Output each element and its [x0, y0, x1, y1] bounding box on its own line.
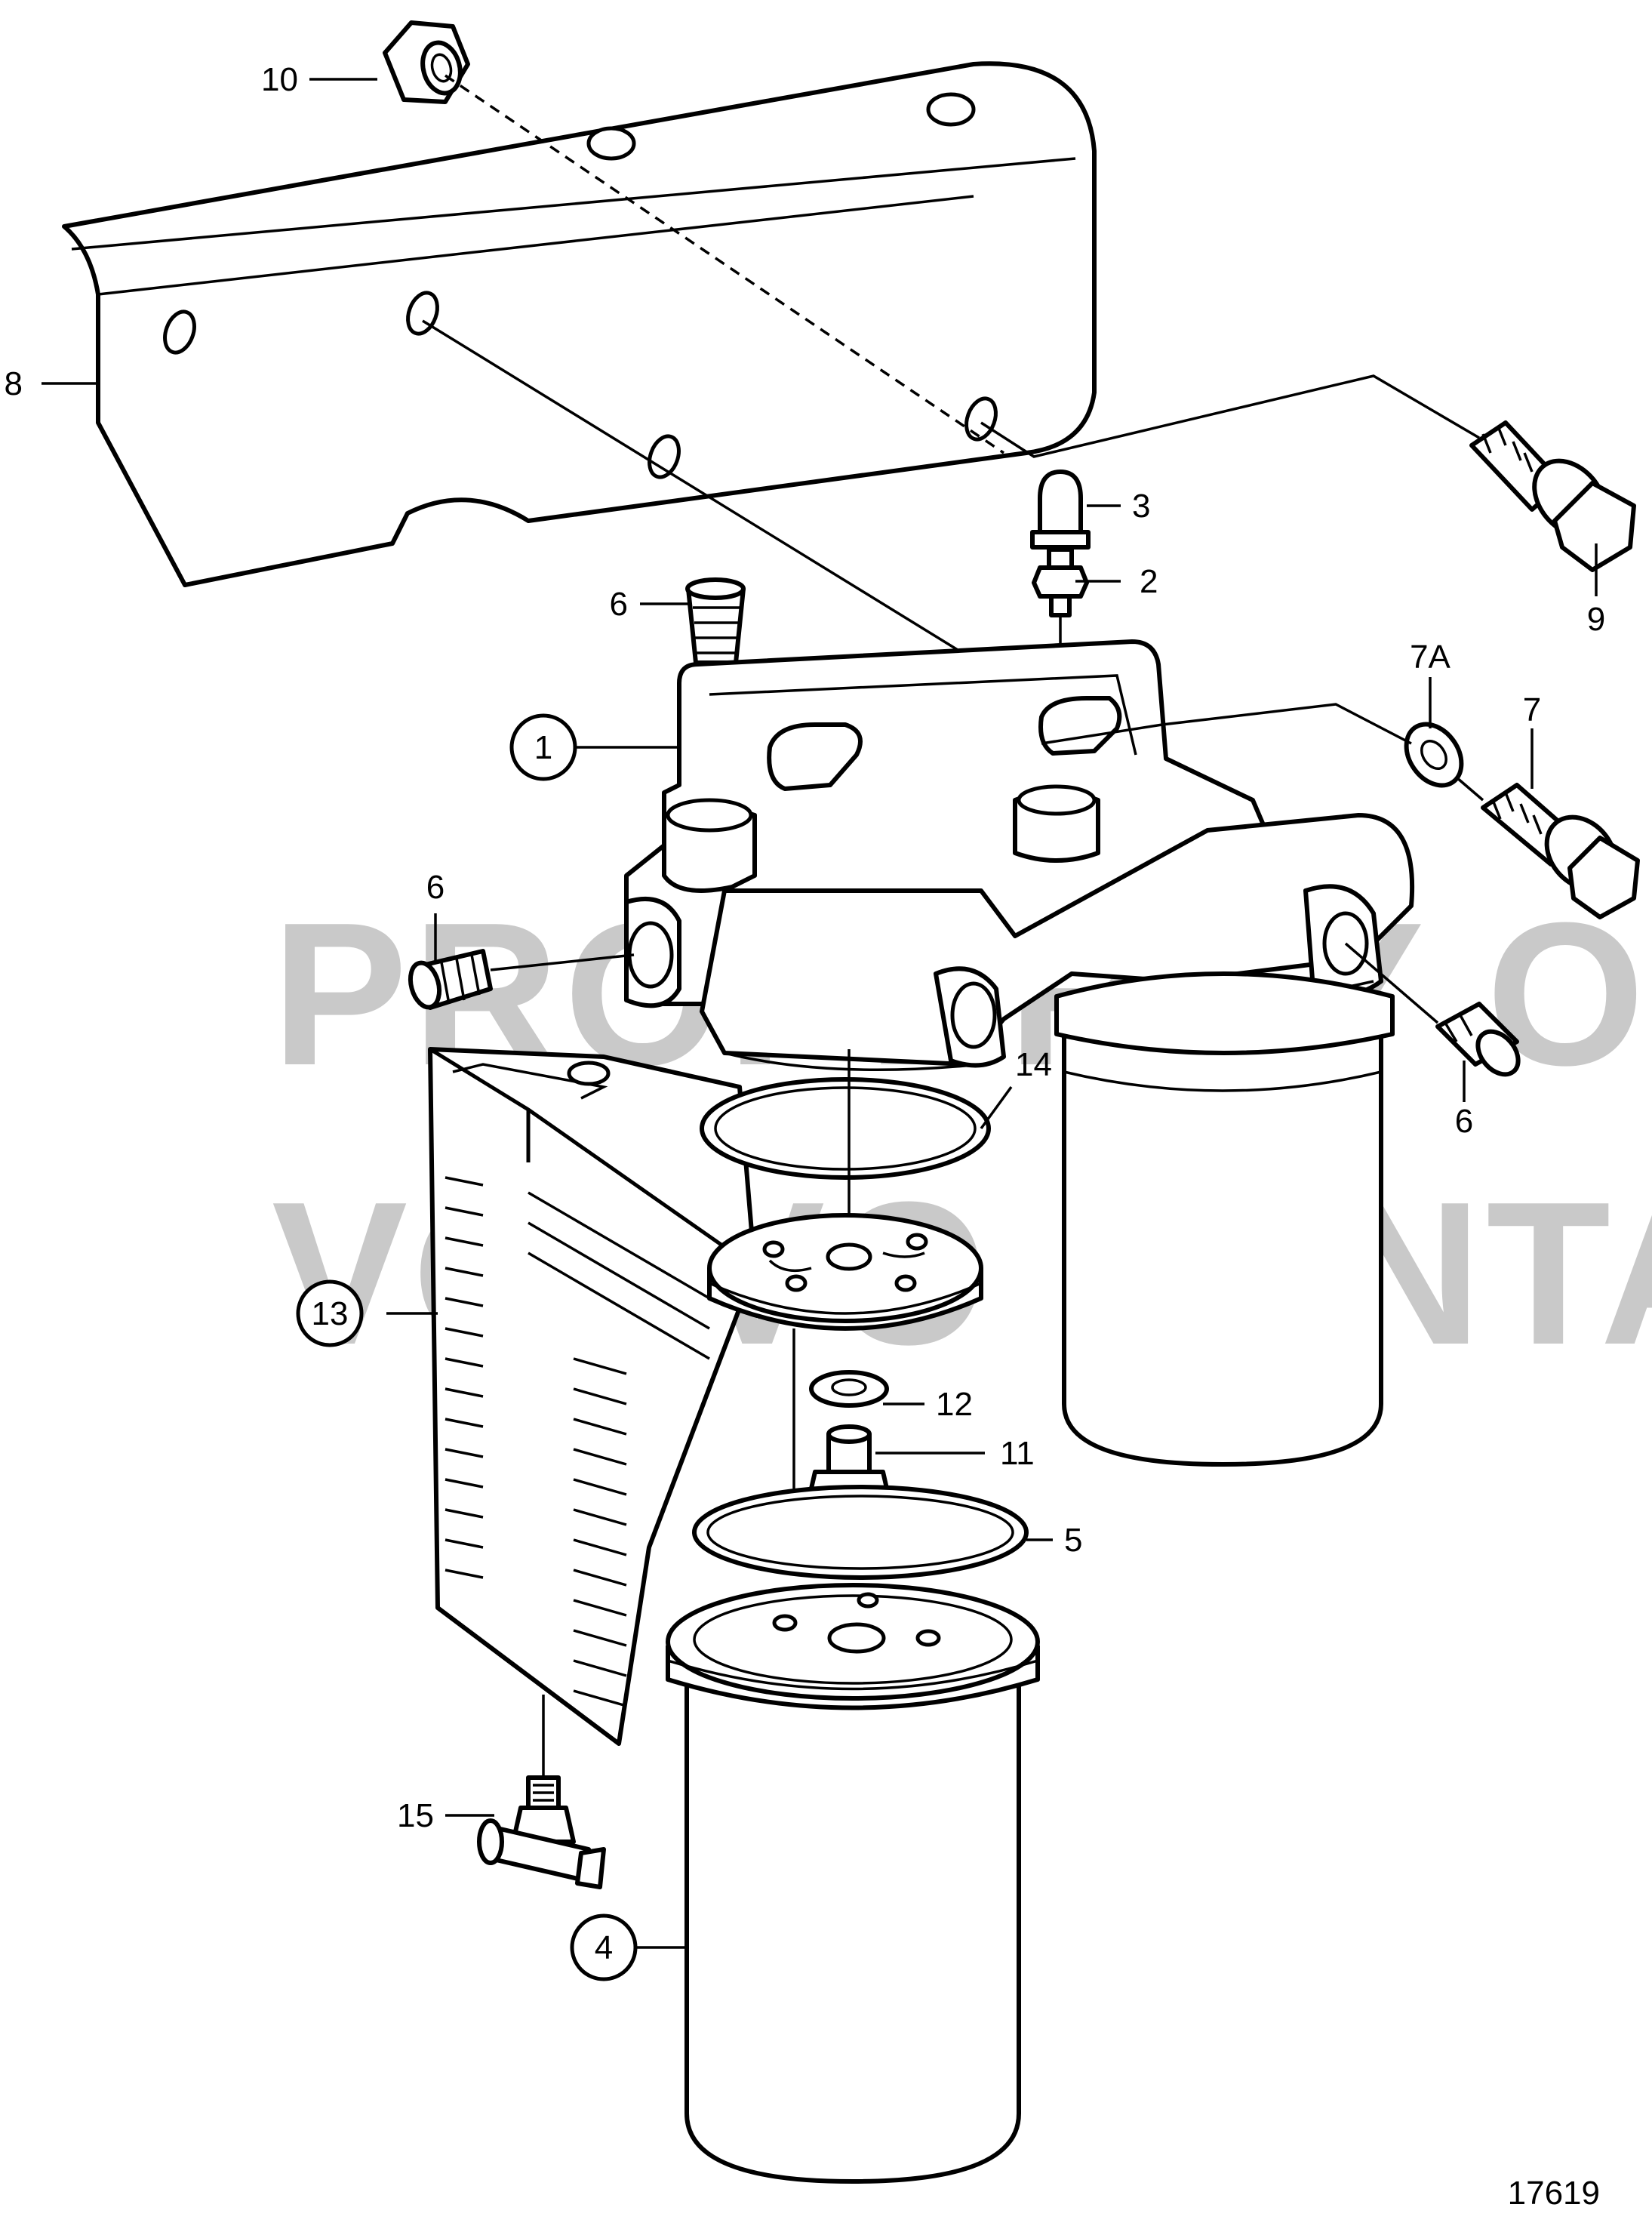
callout-14: 14 — [1015, 1046, 1052, 1083]
callout-6-left: 6 — [426, 869, 445, 906]
threaded-plug-6-top — [685, 577, 746, 665]
callout-10: 10 — [261, 61, 298, 98]
callout-13: 13 — [312, 1295, 349, 1332]
bolt-7-path-line — [1041, 703, 1484, 802]
callout-11: 11 — [1000, 1435, 1035, 1472]
fuel-filter-right — [1054, 971, 1395, 1467]
threaded-plug-6-right — [1435, 1002, 1521, 1077]
callout-leaders — [42, 78, 1598, 1949]
flange-bolt-9 — [1469, 420, 1636, 572]
adapter-plate — [707, 1213, 983, 1331]
callout-12: 12 — [936, 1386, 973, 1423]
plug-right-line — [1344, 942, 1439, 1024]
plug-cap-3 — [1030, 470, 1091, 550]
callout-8: 8 — [5, 365, 23, 402]
threaded-plug-6-left — [408, 949, 493, 1010]
filter-head-1 — [624, 639, 1415, 1072]
callout-1: 1 — [534, 729, 552, 766]
callout-9: 9 — [1587, 601, 1605, 638]
o-ring-14 — [700, 1077, 991, 1180]
bracket-plate — [62, 61, 1097, 587]
drawing-number: 17619 — [1508, 2175, 1600, 2212]
o-ring-5 — [692, 1485, 1029, 1580]
callout-2: 2 — [1140, 563, 1158, 600]
bracket-to-head-line — [422, 319, 982, 666]
callout-7: 7 — [1523, 691, 1541, 728]
callout-labels: 1 2 3 4 5 6 6 6 7 7A 8 9 10 11 12 13 14 … — [5, 61, 1606, 1966]
tee-fitting-15 — [477, 1775, 606, 1889]
callout-6-top: 6 — [610, 586, 628, 623]
flange-bolt-7 — [1481, 783, 1640, 919]
bolt-9-path-line — [980, 374, 1480, 458]
sealing-washer-12 — [809, 1370, 889, 1408]
callout-15: 15 — [397, 1797, 434, 1834]
plug-left-line — [490, 953, 635, 971]
callout-4: 4 — [595, 1929, 613, 1966]
sealing-washer-7a — [1404, 722, 1464, 788]
filter-cartridge-4 — [666, 1583, 1040, 2184]
callout-3: 3 — [1132, 488, 1150, 525]
lock-nut — [383, 20, 470, 104]
vent-fitting-2 — [1032, 547, 1089, 617]
cooler-plate-13 — [428, 1047, 757, 1746]
callout-circles — [296, 713, 638, 1981]
callout-6-right: 6 — [1455, 1103, 1473, 1140]
nut-axis-line — [445, 74, 1004, 454]
callout-5: 5 — [1064, 1522, 1082, 1559]
callout-7a: 7A — [1410, 639, 1450, 676]
